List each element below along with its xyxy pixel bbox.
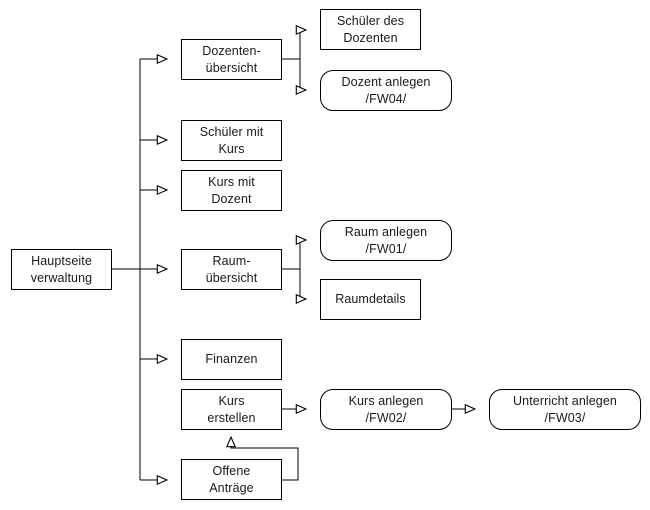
node-kurs-anlegen-fw02[interactable]: Kurs anlegen /FW02/ <box>320 389 452 430</box>
node-schueler-des-dozenten[interactable]: Schüler des Dozenten <box>320 9 421 50</box>
node-offene-antraege[interactable]: Offene Anträge <box>181 459 282 500</box>
node-raum-anlegen-fw01[interactable]: Raum anlegen /FW01/ <box>320 220 452 261</box>
node-kurs-mit-dozent[interactable]: Kurs mit Dozent <box>181 170 282 211</box>
node-raumdetails[interactable]: Raumdetails <box>320 279 421 320</box>
node-schueler-mit-kurs[interactable]: Schüler mit Kurs <box>181 120 282 161</box>
node-dozentenuebersicht[interactable]: Dozenten- übersicht <box>181 39 282 80</box>
node-hauptseite-verwaltung[interactable]: Hauptseite verwaltung <box>11 249 112 290</box>
node-dozent-anlegen-fw04[interactable]: Dozent anlegen /FW04/ <box>320 70 452 111</box>
node-raumuebersicht[interactable]: Raum- übersicht <box>181 249 282 290</box>
node-finanzen[interactable]: Finanzen <box>181 339 282 380</box>
node-unterricht-anlegen-fw03[interactable]: Unterricht anlegen /FW03/ <box>489 389 641 430</box>
node-kurs-erstellen[interactable]: Kurs erstellen <box>181 389 282 430</box>
